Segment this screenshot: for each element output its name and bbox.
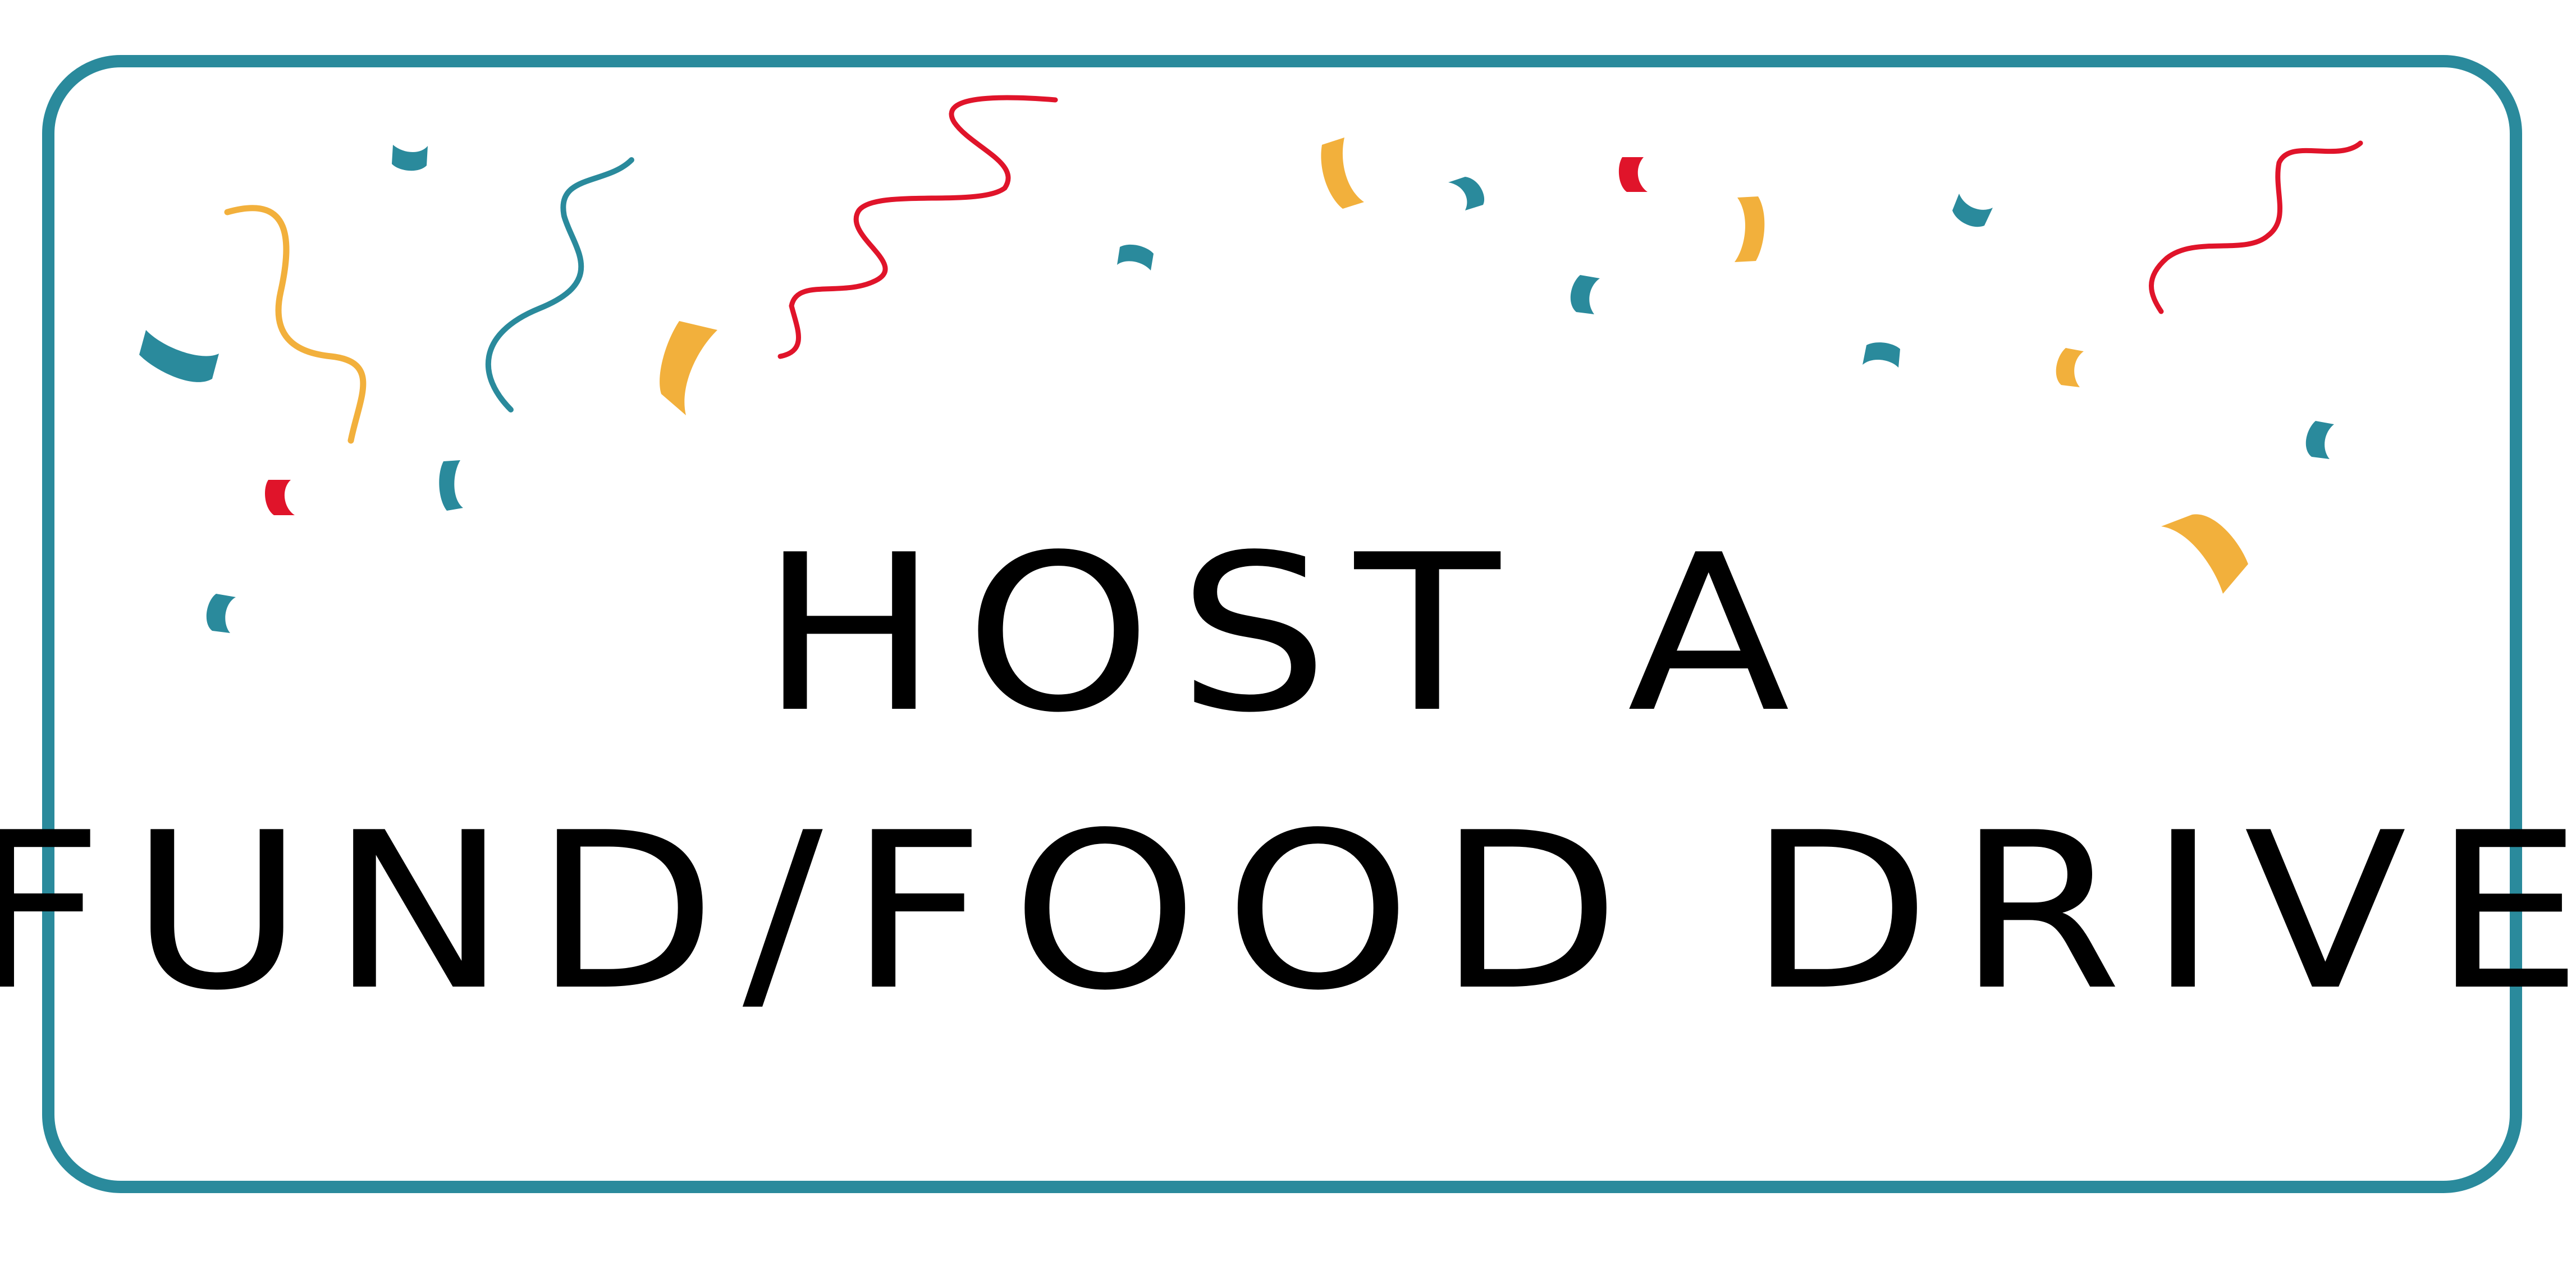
confetti-teal-6 (1448, 177, 1485, 210)
streamer-red-right (2149, 140, 2363, 314)
confetti-gold-2 (1321, 137, 1364, 209)
confetti-gold-3 (1735, 196, 1765, 262)
streamer-gold-left (224, 205, 367, 444)
confetti-gold-5 (2161, 514, 2248, 594)
banner-frame (42, 55, 2522, 1193)
confetti-teal-4 (206, 594, 236, 633)
confetti-gold-1 (660, 321, 717, 415)
streamer-red-center (777, 95, 1058, 359)
headline-line-2: FUND/FOOD DRIVE (0, 786, 2576, 1038)
headline-line-1: HOST A (760, 508, 1816, 760)
confetti-red-1 (265, 480, 295, 515)
confetti-teal-3 (439, 460, 463, 511)
confetti-teal-8 (1863, 342, 1900, 368)
streamer-teal-left (485, 157, 634, 412)
confetti-teal-7 (1570, 275, 1600, 314)
confetti-teal-5 (1117, 244, 1154, 270)
confetti-red-2 (1618, 157, 1648, 192)
confetti-teal-9 (1952, 194, 1993, 227)
confetti-teal-10 (2305, 421, 2334, 459)
confetti-teal-1 (139, 330, 219, 382)
confetti-teal-2 (392, 145, 428, 171)
confetti-gold-4 (2056, 348, 2084, 387)
